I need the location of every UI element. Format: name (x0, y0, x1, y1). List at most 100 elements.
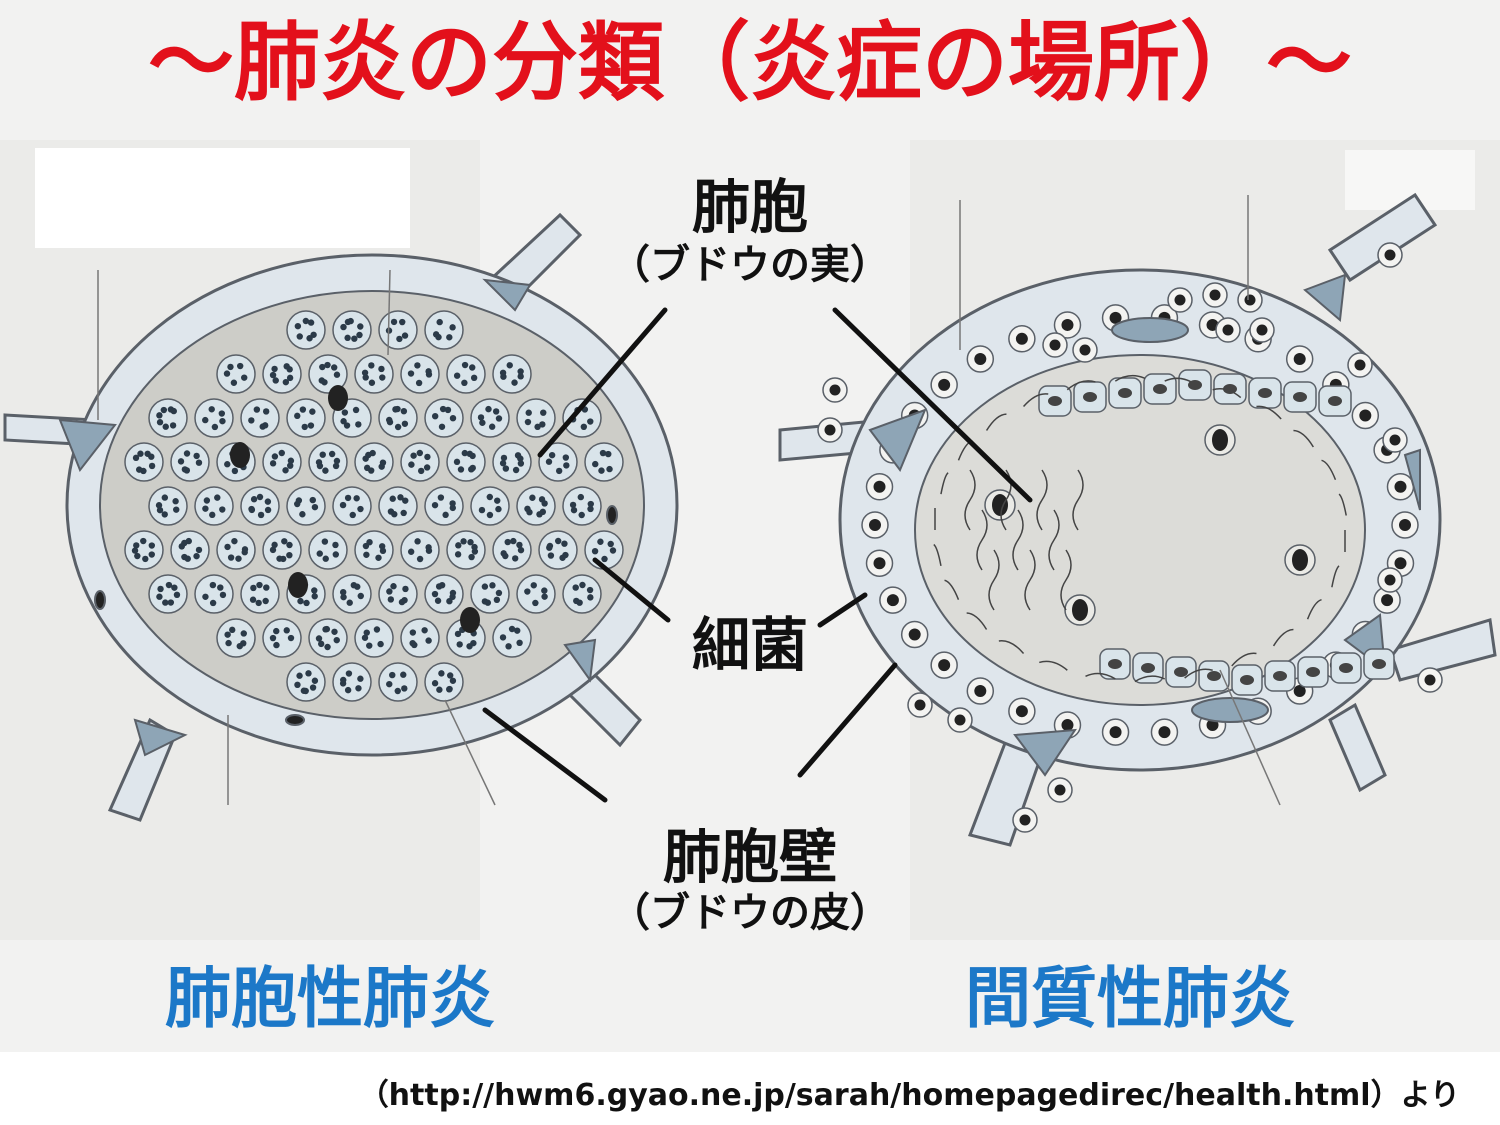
interstitial-cell (879, 586, 907, 614)
neutrophil (194, 574, 234, 614)
interstitial-cell (822, 377, 848, 403)
neutrophil (308, 354, 348, 394)
capillary-shape (1191, 697, 1269, 723)
interstitial-cell (1101, 718, 1130, 746)
left-blank-box (35, 148, 410, 248)
lining-cell (1132, 652, 1164, 684)
neutrophil (492, 618, 532, 658)
neutrophil (286, 486, 326, 526)
interstitial-cell (1053, 311, 1082, 339)
label-alveolar-wall: 肺胞壁 (662, 823, 837, 891)
neutrophil (470, 398, 510, 438)
fiber (966, 612, 988, 630)
interstitial-cell (900, 620, 929, 649)
capillary-shape (1013, 728, 1077, 777)
neutrophil (262, 442, 302, 482)
fiber (1085, 672, 1116, 680)
fiber (988, 549, 1000, 611)
interstitial-cell (1042, 332, 1068, 358)
fiber (1022, 393, 1049, 408)
capillary-shape (1403, 448, 1421, 511)
interstitial-cell (1072, 337, 1098, 363)
neutrophil (378, 398, 418, 438)
interstitial-cell (1008, 697, 1036, 725)
neutrophil (538, 530, 578, 570)
fiber (1114, 374, 1146, 382)
label-alveolar-wall-sub: （ブドウの皮） (610, 890, 890, 936)
neutrophil (216, 618, 256, 658)
interstitial-cell (1382, 427, 1408, 453)
interstitial-cell (1347, 352, 1373, 378)
neutrophil (148, 398, 188, 438)
neutrophil (286, 662, 326, 702)
neutrophil (492, 354, 532, 394)
capillary-triangle (563, 638, 597, 683)
neutrophil (170, 530, 210, 570)
label-pointers (482, 307, 1033, 803)
caption-alveolar-pneumonia: 肺胞性肺炎 (165, 960, 495, 1037)
interstitial-cell (1167, 287, 1193, 313)
fiber (998, 640, 1025, 654)
neutrophil (584, 530, 624, 570)
interstitial-cell (1351, 401, 1380, 430)
wall-nucleus (285, 714, 305, 726)
fiber (1039, 660, 1068, 671)
pointer-alveolus-left (537, 307, 668, 458)
neutrophil (240, 486, 280, 526)
label-alveolus-sub: （ブドウの実） (610, 242, 890, 288)
source-footer: （http://hwm6.gyao.ne.jp/sarah/homepagedi… (0, 1052, 1500, 1125)
fiber (976, 509, 988, 571)
neutrophil (424, 310, 464, 350)
interstitial-cell (966, 677, 995, 705)
capillary-shape (868, 408, 927, 472)
page-title: 〜肺炎の分類（炎症の場所）〜 (148, 13, 1352, 113)
right-vessel-branch (1328, 702, 1387, 793)
neutrophil (400, 442, 440, 482)
caption-interstitial-pneumonia: 間質性肺炎 (965, 960, 1295, 1037)
neutrophil (492, 442, 532, 482)
lining-cell (1297, 656, 1329, 688)
fiber (1048, 509, 1060, 571)
lumen-cell (1284, 544, 1316, 576)
capillary-triangle (482, 278, 532, 312)
fiber (964, 469, 976, 531)
neutrophil (148, 486, 188, 526)
neutrophil-cluster (124, 310, 624, 702)
pointer-wall-left (482, 707, 608, 803)
interstitial-cells (817, 242, 1443, 833)
fiber (1164, 377, 1195, 385)
neutrophil (378, 310, 418, 350)
neutrophil (308, 442, 348, 482)
neutrophil (354, 618, 394, 658)
interstitial-cell (930, 371, 958, 399)
neutrophil (354, 530, 394, 570)
neutrophil (262, 354, 302, 394)
interstitial-cell (1237, 287, 1263, 313)
interstitial-cell (1249, 317, 1275, 343)
left-alveolar-lumen (99, 290, 645, 720)
interstitial-cell (966, 345, 995, 373)
neutrophil (332, 574, 372, 614)
neutrophil (492, 530, 532, 570)
fiber (944, 579, 960, 600)
interstitial-cell (1202, 282, 1228, 308)
interstitial-cell (1417, 667, 1443, 693)
lining-cell (1073, 381, 1107, 413)
neutrophil (516, 486, 556, 526)
neutrophil (332, 662, 372, 702)
fiber (1272, 628, 1294, 647)
neutrophil (286, 310, 326, 350)
lining-cell (1318, 385, 1352, 417)
fiber (1293, 429, 1314, 448)
neutrophil (562, 574, 602, 614)
pointer-bacteria-left (592, 557, 671, 623)
fiber (1256, 405, 1282, 420)
interstitial-cell (865, 549, 894, 577)
neutrophil (332, 486, 372, 526)
lumen-cell (1064, 594, 1096, 626)
lining-cell (1264, 660, 1296, 692)
neutrophil (516, 574, 556, 614)
interstitial-cell (1215, 317, 1241, 343)
interstitial-cell (1285, 345, 1314, 373)
fiber (985, 413, 1007, 431)
